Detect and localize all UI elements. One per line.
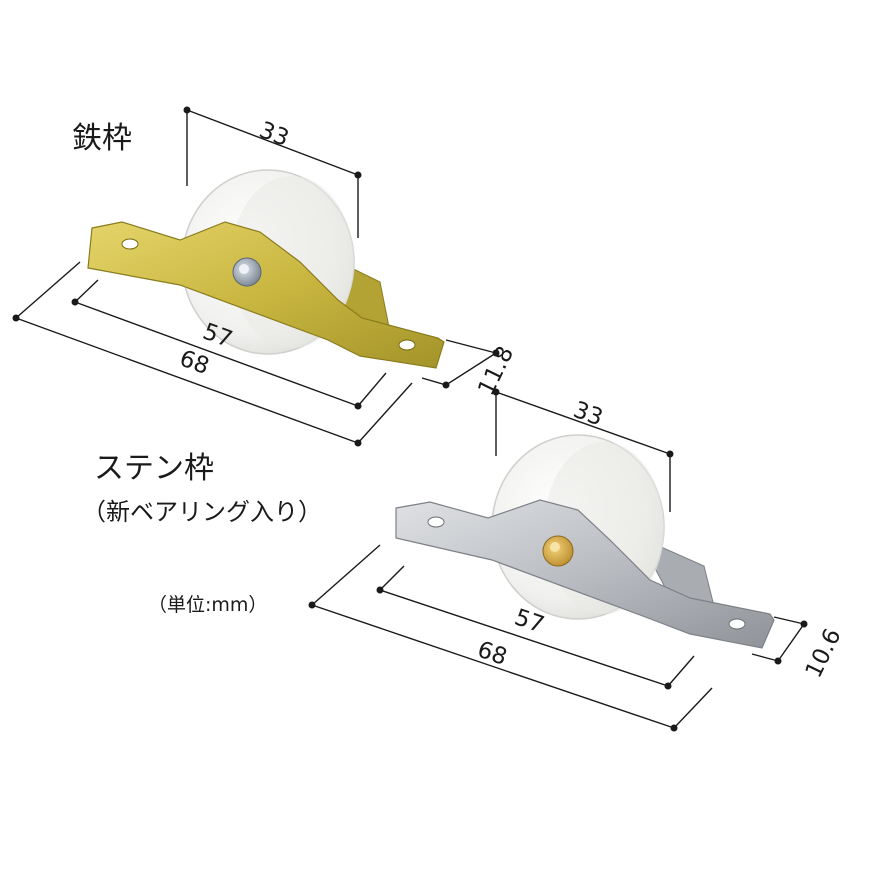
unit-note: （単位:mm） <box>148 594 267 616</box>
stainless-mount-hole-right <box>728 618 746 630</box>
stainless-title: ステン枠 <box>94 451 214 486</box>
stainless-roller-illustration <box>395 434 775 649</box>
iron-bracket <box>87 221 445 369</box>
stainless-dim-length-label: 68 <box>474 637 510 671</box>
iron-roller-illustration <box>87 169 445 369</box>
stainless-dim-wheel-width-label: 33 <box>570 397 606 431</box>
iron-dim-wheel-width-label: 33 <box>256 117 293 152</box>
stainless-bracket <box>395 499 775 649</box>
iron-mount-hole-left <box>121 238 139 250</box>
iron-mount-hole-right <box>398 339 416 351</box>
stainless-dim-height-label: 10.6 <box>801 625 847 682</box>
iron-title: 鉄枠 <box>72 121 132 156</box>
stainless-subtitle: （新ベアリング入り） <box>82 498 322 526</box>
stainless-mount-hole-left <box>427 516 445 528</box>
